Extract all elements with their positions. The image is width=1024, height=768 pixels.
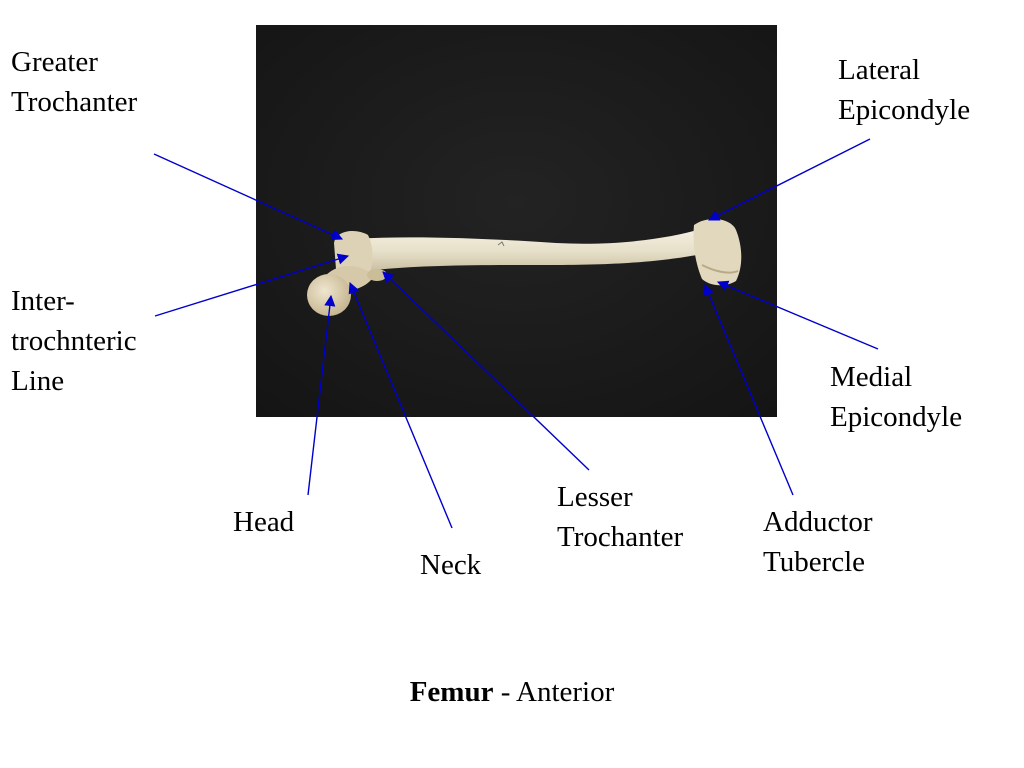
- label-line: Neck: [420, 549, 482, 581]
- label-line: Trochanter: [11, 86, 138, 118]
- label-lateral-epicondyle: Lateral Epicondyle: [838, 50, 970, 130]
- label-line: Tubercle: [763, 546, 866, 578]
- slide-caption: Femur - Anterior: [0, 672, 1024, 712]
- femur-condyle-shadow: [701, 264, 739, 274]
- caption-rest: - Anterior: [493, 676, 615, 708]
- shaft-mark: [497, 241, 505, 247]
- label-line: Epicondyle: [838, 94, 971, 126]
- label-intertrochanteric-line: Inter- trochnteric Line: [11, 281, 137, 401]
- label-greater-trochanter: Greater Trochanter: [11, 42, 137, 122]
- photo-background: [256, 25, 777, 417]
- femur-lesser-trochanter: [367, 269, 387, 281]
- label-head: Head: [233, 502, 294, 542]
- femur-photo: [256, 25, 777, 417]
- label-line: Trochanter: [557, 521, 684, 553]
- label-lesser-trochanter: Lesser Trochanter: [557, 477, 683, 557]
- label-medial-epicondyle: Medial Epicondyle: [830, 357, 962, 437]
- femur-shaft: [351, 229, 708, 271]
- label-line: Medial: [830, 361, 913, 393]
- caption-bold: Femur: [409, 676, 494, 708]
- label-line: Lateral: [838, 54, 921, 86]
- label-adductor-tubercle: Adductor Tubercle: [763, 502, 873, 582]
- femur-head: [307, 274, 351, 316]
- label-line: Line: [11, 365, 65, 397]
- label-neck: Neck: [420, 545, 481, 585]
- femur-distal-end: [693, 218, 742, 286]
- label-line: Adductor: [763, 506, 873, 538]
- label-line: Inter-: [11, 285, 75, 317]
- label-line: Head: [233, 506, 295, 538]
- label-line: trochnteric: [11, 325, 137, 357]
- label-line: Lesser: [557, 481, 633, 513]
- label-line: Epicondyle: [830, 401, 963, 433]
- label-line: Greater: [11, 46, 98, 78]
